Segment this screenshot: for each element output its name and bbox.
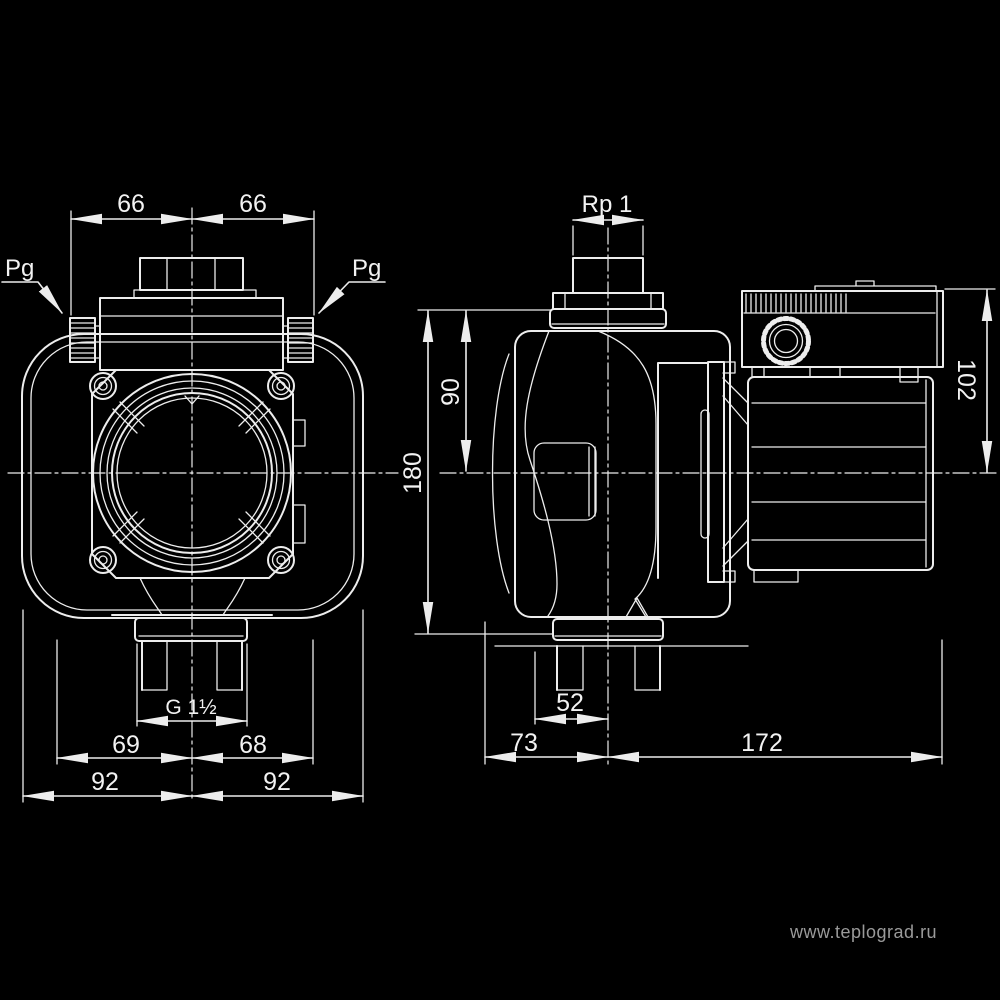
front-bottom-port	[111, 577, 273, 691]
dim-102: 102	[952, 359, 980, 401]
dim-68: 68	[239, 731, 267, 759]
speed-knob-center	[773, 328, 799, 354]
speed-knob-teeth	[761, 316, 811, 366]
vent-ribs	[745, 293, 847, 313]
bearing-housing	[533, 442, 597, 521]
side-bottom-port	[494, 618, 749, 691]
dim-thread-g: G 1½	[165, 696, 216, 719]
dim-92-left: 92	[91, 768, 119, 796]
dim-73: 73	[510, 729, 538, 757]
volute-body	[514, 330, 731, 618]
dim-66-right: 66	[239, 190, 267, 218]
front-view: 66 66 Pg Pg G 1½ 69 68 92 92	[1, 190, 399, 803]
label-pg-right: Pg	[352, 255, 381, 282]
volute-left-arc	[491, 353, 510, 594]
motor-body	[747, 376, 934, 583]
cable-glands	[69, 317, 314, 363]
speed-knob-ring	[768, 323, 804, 359]
volute-curve-right	[597, 330, 657, 618]
flange-screws	[89, 372, 295, 574]
side-view: Rp 1 90 180 102 52 73 172	[399, 191, 999, 765]
motor-clamp	[657, 361, 749, 583]
pg-leader-left	[1, 281, 63, 314]
volute-bottom-notch	[625, 597, 649, 618]
front-inner-silhouette	[30, 341, 355, 611]
flange-side-tabs	[292, 419, 306, 544]
dim-90: 90	[437, 378, 465, 406]
front-dimensions: 66 66 Pg Pg G 1½ 69 68 92 92	[1, 190, 386, 803]
motor-foot	[753, 569, 799, 583]
label-pg-left: Pg	[5, 255, 34, 282]
dim-92-right: 92	[263, 768, 291, 796]
watermark-text: www.teplograd.ru	[789, 922, 937, 942]
dim-66-left: 66	[117, 190, 145, 218]
dim-172: 172	[741, 729, 783, 757]
dim-52: 52	[556, 689, 584, 717]
side-dimensions: Rp 1 90 180 102 52 73 172	[399, 191, 996, 765]
dim-69: 69	[112, 731, 140, 759]
volute-curve-left	[524, 330, 558, 617]
bearing-housing-lines	[588, 446, 596, 517]
dim-180: 180	[399, 452, 427, 494]
dim-rp1: Rp 1	[582, 191, 633, 218]
terminal-box	[741, 280, 944, 383]
pg-leader-right	[318, 281, 386, 314]
